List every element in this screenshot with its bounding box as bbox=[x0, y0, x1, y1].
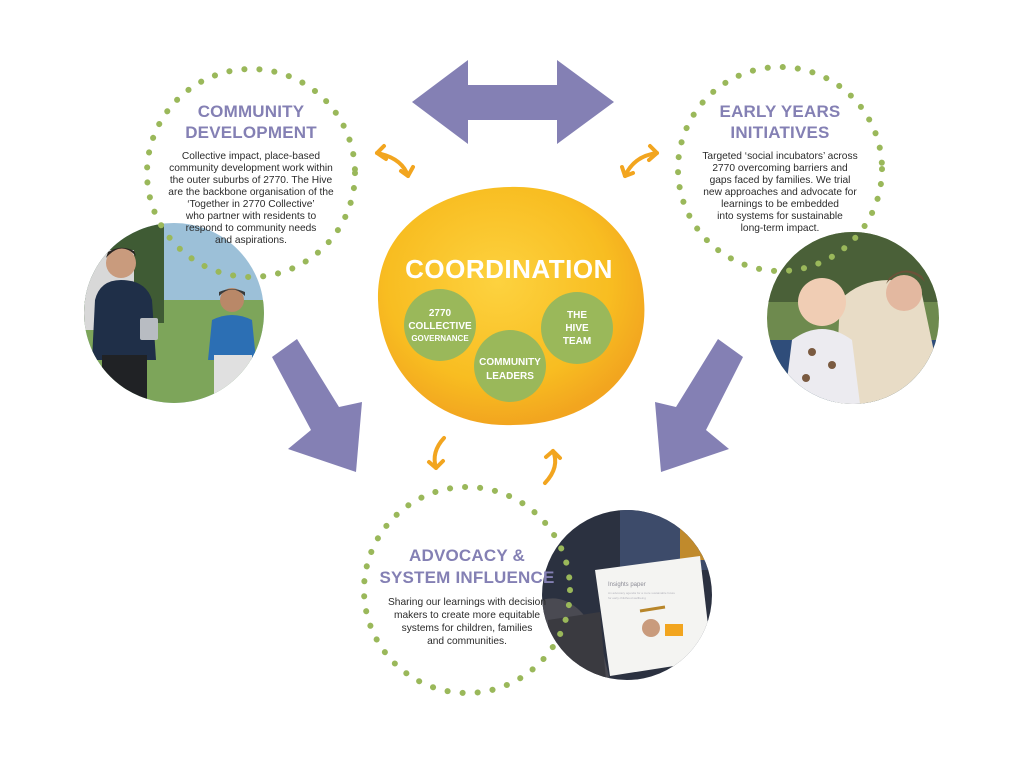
coordination-title: COORDINATION bbox=[405, 254, 613, 284]
body-line: community development work within bbox=[169, 163, 333, 174]
paper-subtitle: An advocacy agenda for a more sustainabl… bbox=[608, 591, 675, 595]
collective-label: 2770 bbox=[429, 308, 452, 319]
body-line: Targeted ‘social incubators’ across bbox=[702, 151, 857, 162]
body-line: Sharing our learnings with decision bbox=[388, 597, 546, 608]
body-line: are the backbone organisation of the bbox=[168, 187, 334, 198]
hive-label: TEAM bbox=[563, 336, 591, 347]
body-line: 2770 overcoming barriers and bbox=[712, 163, 848, 174]
collective-label: COLLECTIVE bbox=[408, 321, 472, 332]
body-line: systems for children, families bbox=[402, 623, 533, 634]
orange-curved-arrow-icon bbox=[543, 449, 562, 485]
community-development-ring bbox=[144, 66, 358, 280]
community-leaders-bubble bbox=[474, 330, 546, 402]
photo-insights-paper: Insights paper An advocacy agenda for a … bbox=[542, 510, 712, 680]
coordination-circle bbox=[377, 186, 645, 426]
body-line: and communities. bbox=[427, 636, 507, 647]
community-development-title: COMMUNITY bbox=[198, 102, 305, 121]
hive-team-bubble bbox=[541, 292, 613, 364]
body-line: long-term impact. bbox=[741, 223, 820, 234]
collective-label: GOVERNANCE bbox=[411, 334, 469, 343]
body-line: who partner with residents to bbox=[185, 211, 317, 222]
body-line: Collective impact, place-based bbox=[182, 151, 320, 162]
early-years-title: EARLY YEARS bbox=[720, 102, 841, 121]
early-years-title: INITIATIVES bbox=[730, 123, 829, 142]
community-development-body: Collective impact, place-based community… bbox=[168, 151, 334, 246]
body-line: the outer suburbs of 2770. The Hive bbox=[170, 175, 333, 186]
early-years-body: Targeted ‘social incubators’ across 2770… bbox=[702, 151, 857, 234]
double-arrow-icon bbox=[412, 60, 614, 144]
early-years-ring bbox=[675, 64, 885, 274]
orange-curved-arrow-icon bbox=[427, 436, 446, 470]
paper-heading: Insights paper bbox=[608, 582, 646, 588]
body-line: new approaches and advocate for bbox=[703, 187, 857, 198]
orange-curved-arrow-icon bbox=[375, 144, 415, 178]
hive-label: THE bbox=[567, 310, 587, 321]
body-line: learnings to be embedded bbox=[721, 199, 839, 210]
paper-subtitle: for early childhood wellbeing bbox=[608, 596, 646, 600]
body-line: and aspirations. bbox=[215, 235, 287, 246]
body-line: into systems for sustainable bbox=[717, 211, 843, 222]
orange-curved-arrow-icon bbox=[620, 144, 659, 178]
community-development-title: DEVELOPMENT bbox=[185, 123, 317, 142]
photo-woman-and-baby bbox=[767, 232, 939, 404]
advocacy-body: Sharing our learnings with decision make… bbox=[388, 597, 546, 647]
down-left-arrow-icon bbox=[655, 339, 743, 472]
advocacy-ring bbox=[361, 484, 573, 696]
advocacy-title: ADVOCACY & bbox=[409, 546, 525, 565]
hive-label: HIVE bbox=[565, 323, 589, 334]
advocacy-title: SYSTEM INFLUENCE bbox=[379, 568, 554, 587]
body-line: ‘Together in 2770 Collective’ bbox=[187, 199, 314, 210]
down-right-arrow-icon bbox=[272, 339, 362, 472]
leaders-label: COMMUNITY bbox=[479, 357, 541, 368]
leaders-label: LEADERS bbox=[486, 371, 534, 382]
body-line: respond to community needs bbox=[186, 223, 317, 234]
photo-man-and-boy bbox=[84, 223, 264, 403]
body-line: gaps faced by families. We trial bbox=[710, 175, 851, 186]
collective-governance-bubble bbox=[404, 289, 476, 361]
body-line: makers to create more equitable bbox=[394, 610, 540, 621]
